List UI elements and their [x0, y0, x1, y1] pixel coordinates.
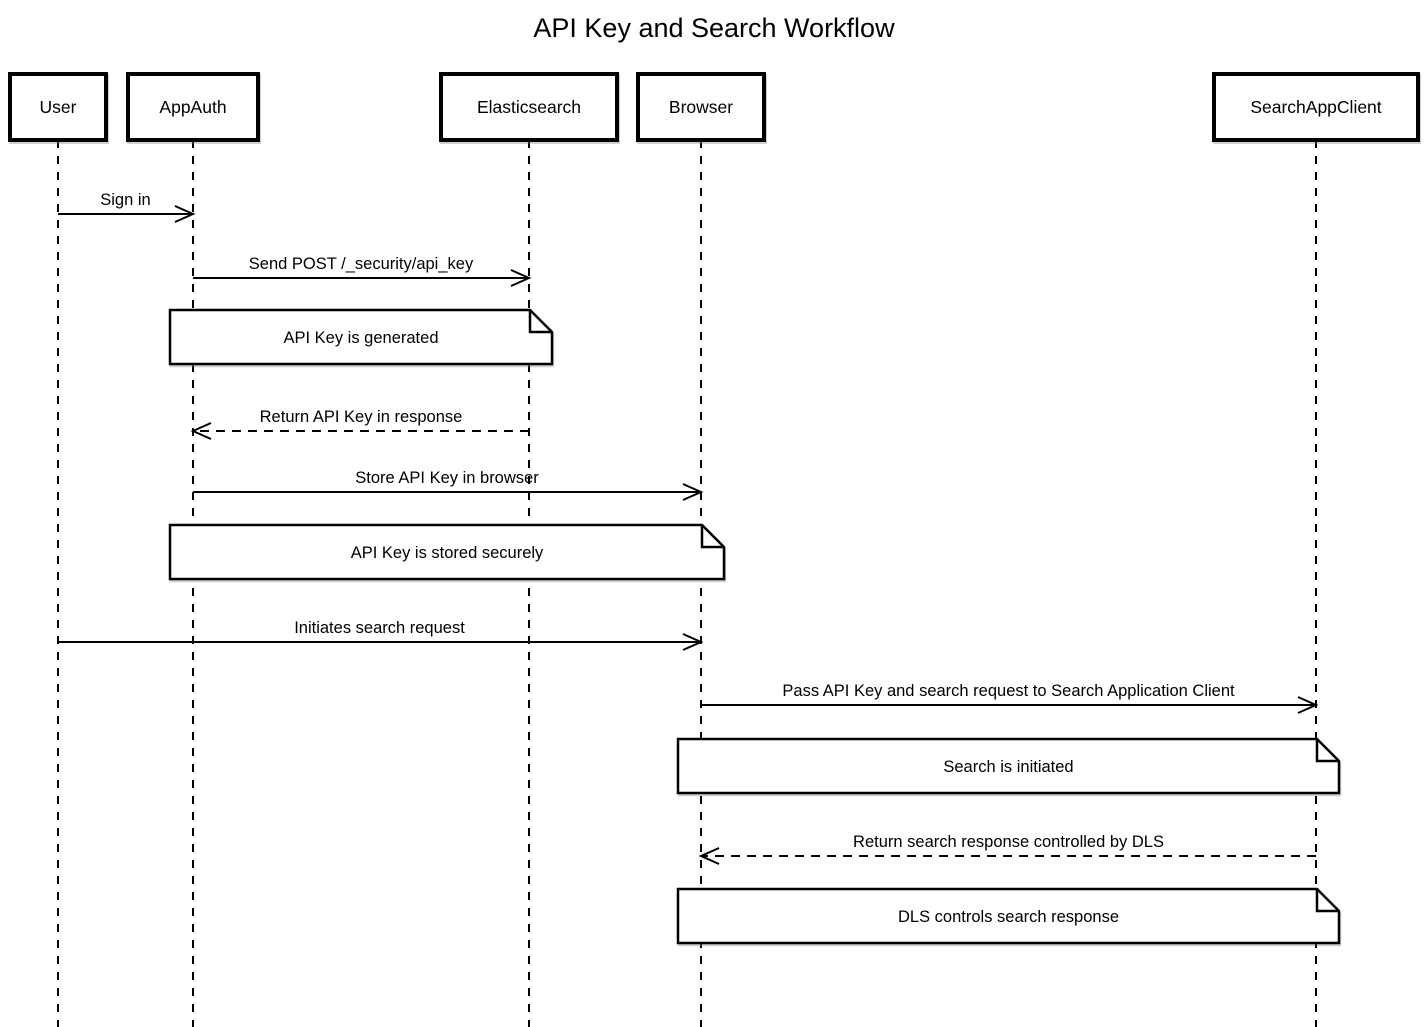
note-box-4 [676, 887, 1341, 945]
note-label-4: DLS controls search response [898, 908, 1119, 926]
actor-box-appauth [126, 72, 260, 142]
messages-layer: Sign in Send POST /_security/api_keyRetur… [58, 191, 1319, 865]
message-arrowhead-5 [682, 633, 704, 651]
message-label-4: Store API Key in browser [355, 469, 539, 487]
lifelines-layer [57, 140, 1317, 1027]
actor-box-browser [636, 72, 766, 142]
note-fold-3 [1315, 739, 1339, 763]
actor-label-appauth: AppAuth [159, 97, 226, 117]
actor-label-user: User [40, 97, 77, 117]
message-label-7: Return search response controlled by DLS [853, 833, 1164, 851]
message-arrowhead-1 [174, 205, 196, 223]
note-box-2 [168, 523, 726, 581]
note-box-1 [168, 308, 554, 366]
message-label-5: Initiates search request [294, 619, 465, 637]
actor-label-browser: Browser [669, 97, 733, 117]
note-fold-4 [1315, 889, 1339, 913]
message-label-3: Return API Key in response [260, 408, 463, 426]
actor-box-elasticsearch [439, 72, 619, 142]
note-label-2: API Key is stored securely [351, 544, 544, 562]
actor-box-searchappclient [1212, 72, 1420, 142]
note-box-3 [676, 737, 1341, 795]
actor-box-user [8, 72, 108, 142]
note-fold-1 [528, 310, 552, 334]
message-label-2: Send POST /_security/api_key [249, 255, 474, 273]
actor-label-elasticsearch: Elasticsearch [477, 97, 581, 117]
actor-label-searchappclient: SearchAppClient [1250, 97, 1381, 117]
message-label-1: Sign in [100, 191, 150, 209]
message-arrowhead-6 [1297, 696, 1319, 714]
message-arrowhead-4 [682, 483, 704, 501]
message-label-6: Pass API Key and search request to Searc… [782, 682, 1235, 700]
note-label-3: Search is initiated [943, 758, 1073, 776]
message-arrowhead-2 [510, 269, 532, 287]
note-fold-2 [700, 525, 724, 549]
message-arrowhead-7 [698, 847, 720, 865]
actors-layer: User AppAuth Elasticsearch Browser SearchApp… [8, 72, 1420, 142]
diagram-title: API Key and Search Workflow [533, 13, 895, 43]
note-label-1: API Key is generated [283, 329, 438, 347]
message-arrowhead-3 [190, 422, 212, 440]
